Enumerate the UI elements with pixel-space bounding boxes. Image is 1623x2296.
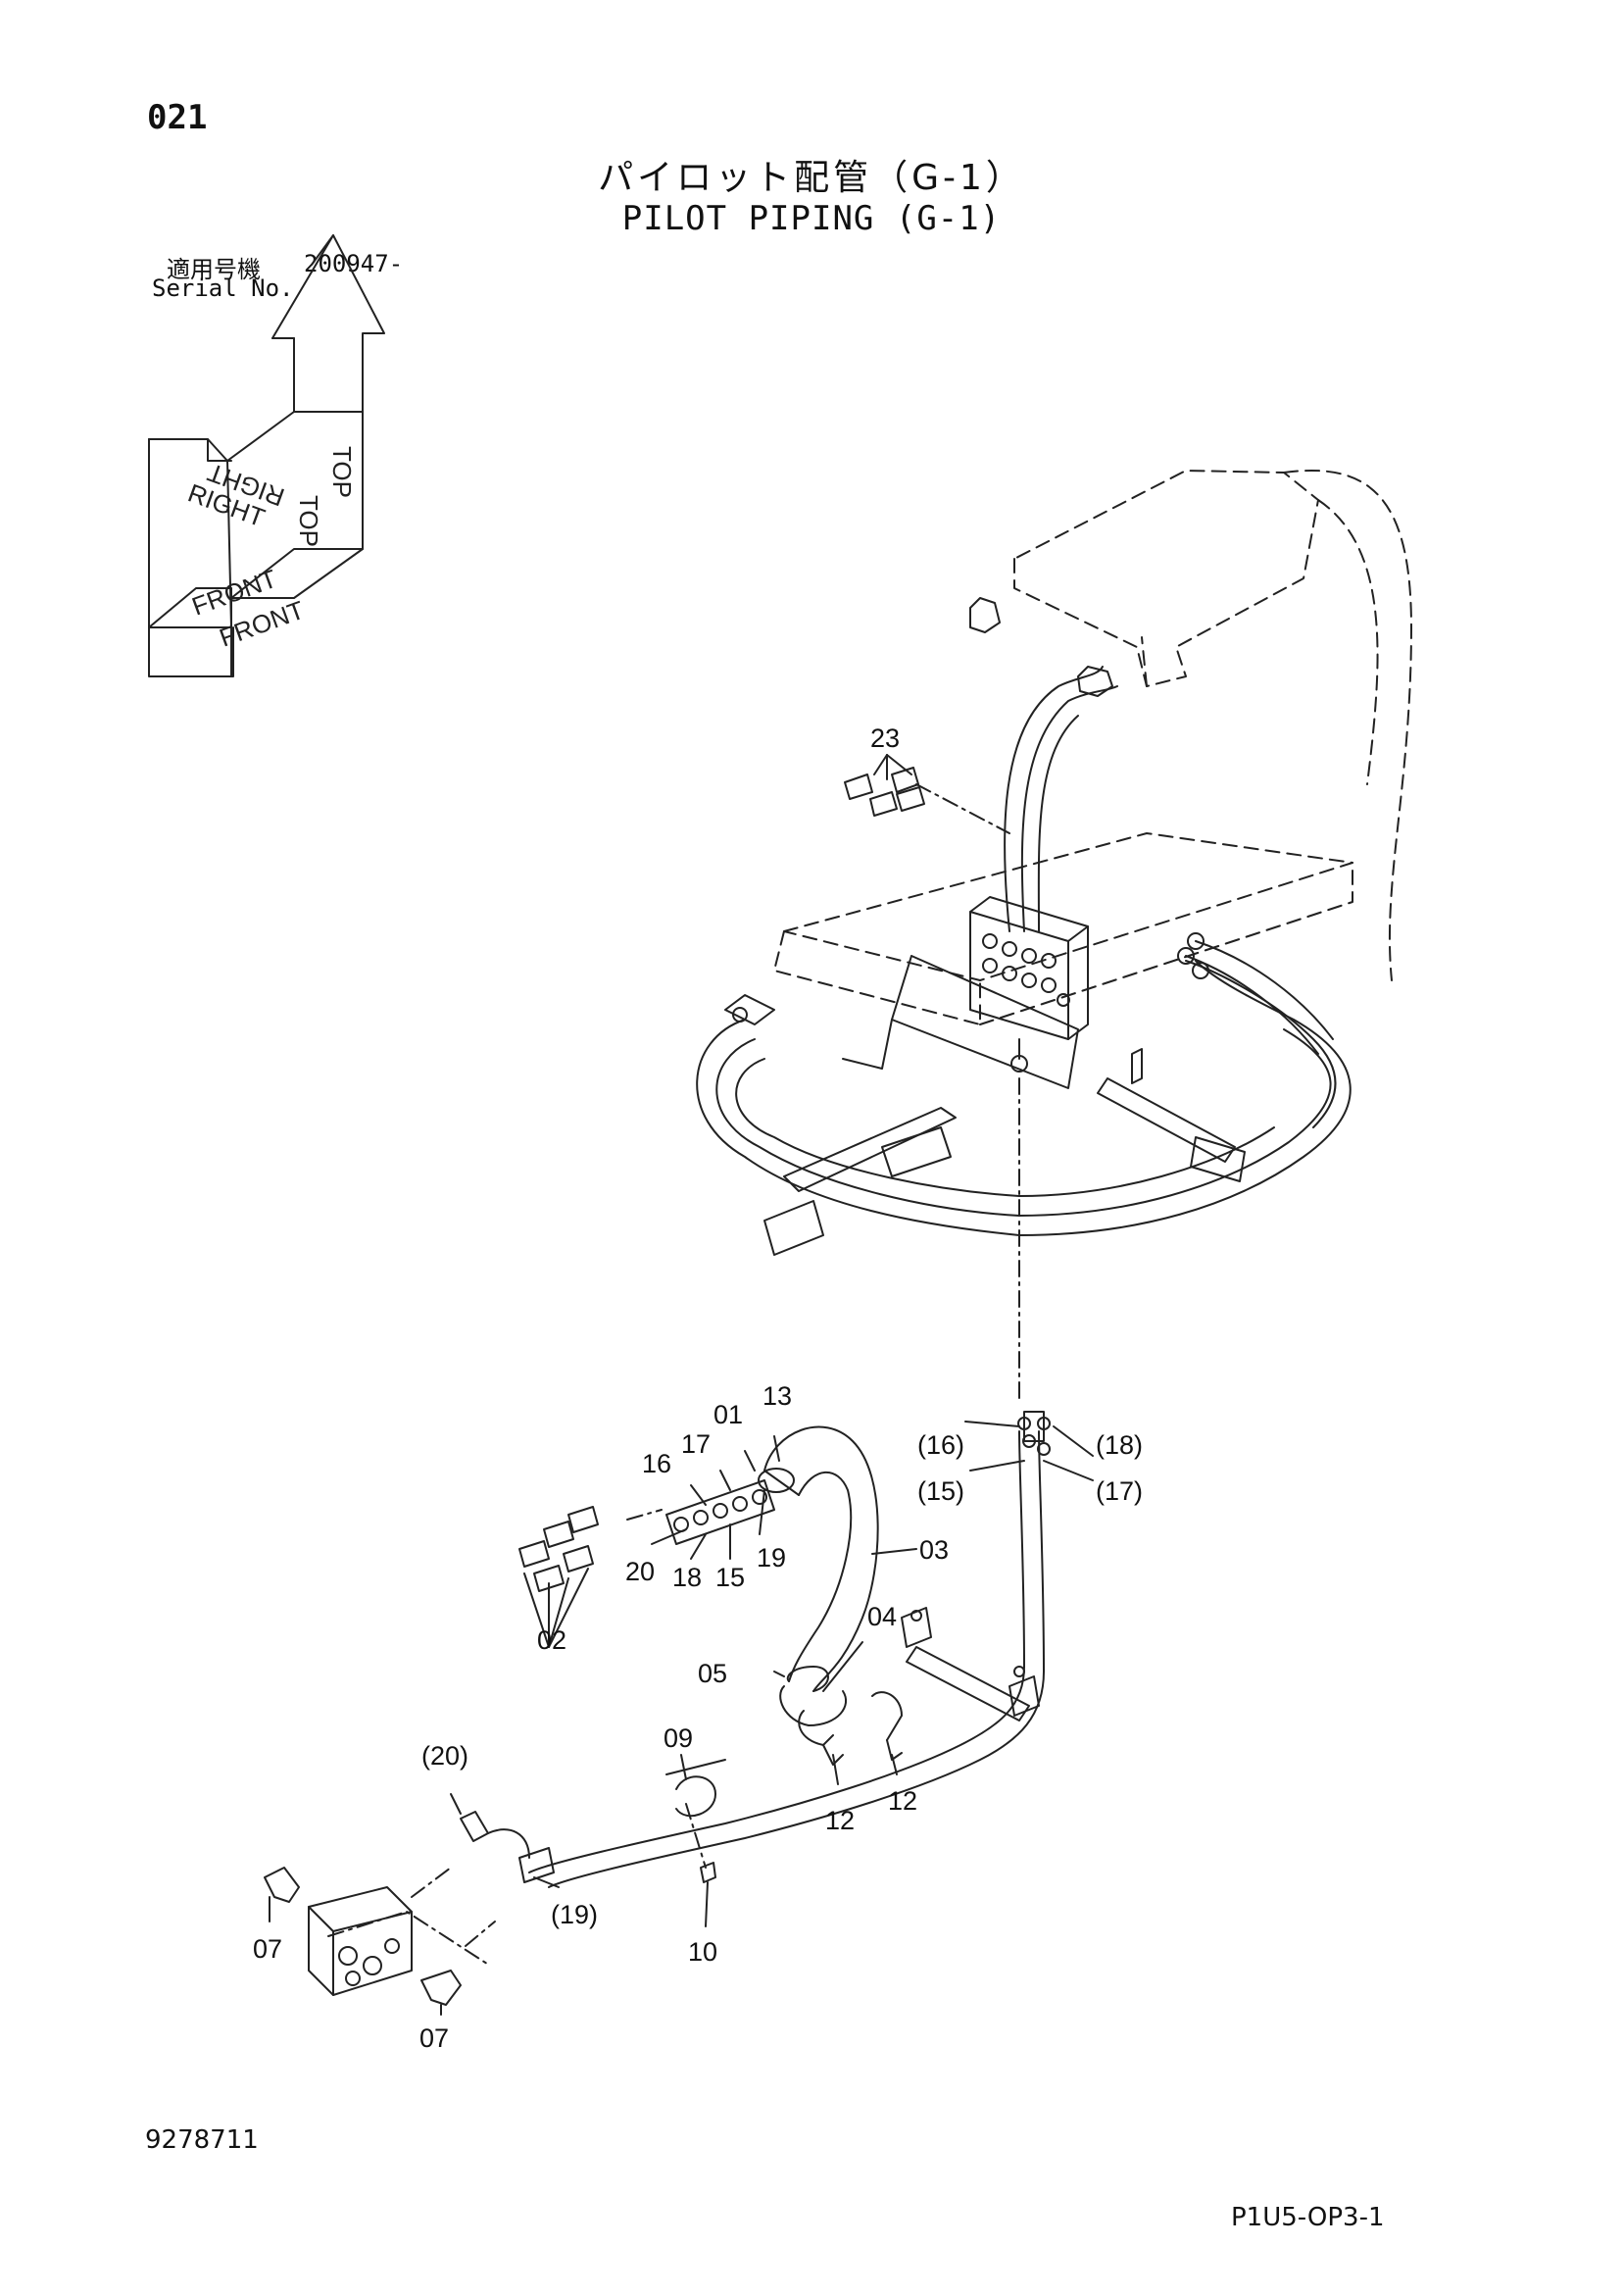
callout-19-paren: (19)	[551, 1900, 598, 1929]
page-code: P1U5-OP3-1	[1231, 2203, 1385, 2232]
orientation-indicator: TOP TOP RIGHT RIGHT FRONT FRONT	[148, 234, 385, 677]
callout-16: 16	[642, 1449, 671, 1478]
callout-10: 10	[688, 1937, 717, 1967]
callout-23: 23	[870, 724, 900, 753]
callout-20: 20	[625, 1557, 655, 1586]
callout-leaders	[269, 1421, 1094, 2016]
fittings-23	[844, 754, 925, 817]
callout-13: 13	[762, 1381, 792, 1411]
callout-05: 05	[698, 1659, 727, 1688]
callout-18: 18	[672, 1563, 702, 1592]
orientation-top-label: TOP	[294, 495, 323, 547]
callout-numbers: 23 13 01 17 16 19 20 18 15 03 02 04 05 0…	[253, 724, 1143, 2053]
callout-04: 04	[867, 1602, 897, 1631]
callout-16-paren: (16)	[917, 1430, 964, 1460]
serial-label-japanese: 適用号機	[167, 256, 261, 283]
callout-07-left: 07	[253, 1934, 282, 1964]
callout-01: 01	[713, 1400, 743, 1429]
callout-07-bottom: 07	[419, 2023, 449, 2053]
upper-assembly-outline	[696, 469, 1412, 1256]
document-number: 9278711	[145, 2125, 259, 2155]
page-number: 021	[147, 98, 208, 137]
callout-18-paren: (18)	[1096, 1430, 1143, 1460]
callout-15: 15	[715, 1563, 745, 1592]
callout-03: 03	[919, 1535, 949, 1565]
page-title-english: PILOT PIPING (G-1)	[621, 199, 1002, 238]
callout-17: 17	[681, 1429, 711, 1459]
callout-12-right: 12	[888, 1786, 917, 1816]
callout-02: 02	[537, 1625, 566, 1655]
serial-label-english: Serial No.	[152, 275, 294, 302]
callout-09: 09	[664, 1723, 693, 1753]
orientation-top-label-2: TOP	[327, 446, 357, 498]
page-title-japanese: パイロット配管（G-1）	[598, 158, 1025, 198]
callout-12-left: 12	[825, 1806, 855, 1835]
callout-15-paren: (15)	[917, 1476, 964, 1506]
callout-17-paren: (17)	[1096, 1476, 1143, 1506]
callout-20-paren: (20)	[421, 1741, 468, 1771]
callout-19: 19	[757, 1543, 786, 1572]
